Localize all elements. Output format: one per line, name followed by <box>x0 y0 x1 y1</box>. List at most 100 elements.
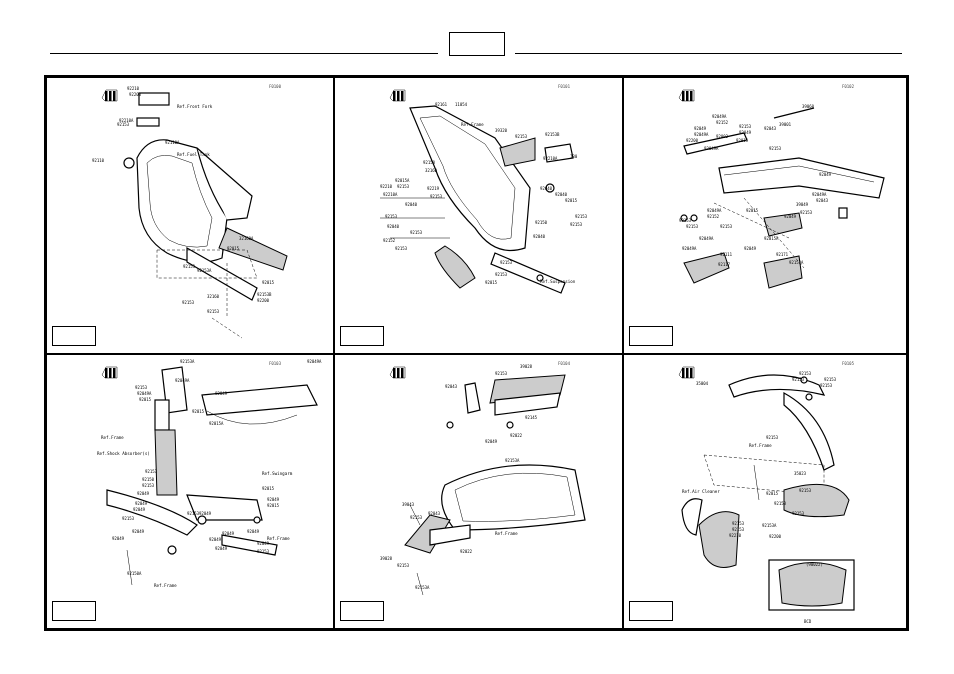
part-number-label: 92110 <box>92 158 105 163</box>
part-number-label: 92049 <box>215 391 228 396</box>
figure-number-box <box>629 326 673 346</box>
inset-caption-label: BCD <box>804 619 812 624</box>
part-number-label: 92200 <box>686 138 699 143</box>
part-number-label: 92049 <box>694 126 707 131</box>
figure-number-box <box>52 601 96 621</box>
part-number-label: 92153 <box>679 218 692 223</box>
part-number-label: 92117 <box>718 262 731 267</box>
part-number-label: 92015 <box>227 246 240 251</box>
reference-note: Ref.Frame <box>101 435 124 440</box>
part-number-label: 92153 <box>515 134 528 139</box>
part-number-label: 92210A <box>119 118 134 123</box>
part-number-label: 92015 <box>192 409 205 414</box>
reference-note: Ref.Shock Absorber(s) <box>97 451 150 456</box>
part-number-label: 92049 <box>222 531 235 536</box>
part-number-label: 92049 <box>247 529 260 534</box>
panel-code-label: F0100 <box>268 84 281 89</box>
part-number-label: 92015 <box>262 280 275 285</box>
part-number-label: 92210A <box>543 156 558 161</box>
part-number-label: 92153 <box>410 515 423 520</box>
part-number-label: 92015 <box>485 280 498 285</box>
reference-note: Ref.Fuel Tank <box>177 152 210 157</box>
part-number-label: 92049 <box>485 439 498 444</box>
reference-note: Ref.Frame <box>267 536 290 541</box>
part-number-label: 92153 <box>769 146 782 151</box>
reference-note: Ref.Frame <box>154 583 177 588</box>
part-number-label: 92049A <box>707 208 722 213</box>
part-number-label: 92153 <box>799 371 812 376</box>
part-number-label: 92022 <box>460 549 473 554</box>
panel-code-label: F0104 <box>557 361 570 366</box>
part-number-label: 39028 <box>380 556 393 561</box>
manual-logo-icon <box>101 366 118 379</box>
part-number-label: 92200 <box>257 298 270 303</box>
part-number-label: 92153 <box>397 563 410 568</box>
part-number-label: 92210 <box>127 86 140 91</box>
part-number-label: 92153 <box>430 194 443 199</box>
part-number-label: 92153A <box>762 523 777 528</box>
manual-logo-icon <box>389 89 406 102</box>
reference-note: Ref.Frame <box>461 122 484 127</box>
part-number-label: 39028 <box>520 364 533 369</box>
figure-number-box <box>629 601 673 621</box>
part-number-label: 92200 <box>769 534 782 539</box>
part-number-label: 92015 <box>139 397 152 402</box>
part-number-label: 92015 <box>746 208 759 213</box>
part-number-label: 92049 <box>819 172 832 177</box>
part-number-label: 92153 <box>820 383 833 388</box>
part-number-label: 92153 <box>495 272 508 277</box>
part-number-label: 92015 <box>262 486 275 491</box>
part-number-label: 92161 <box>435 102 448 107</box>
panel-code-label: F0102 <box>841 84 854 89</box>
manual-logo-icon <box>101 89 118 102</box>
part-number-label: 92153 <box>732 521 745 526</box>
part-number-label: 92153 <box>183 264 196 269</box>
part-number-label: 92153 <box>182 300 195 305</box>
exploded-view-diagram: 92153A92049A9215392049A9201592049A920499… <box>97 359 322 588</box>
part-number-label: 32160 <box>207 294 220 299</box>
part-number-label: 39043 <box>402 502 415 507</box>
part-number-label: 92153 <box>495 371 508 376</box>
part-number-label: 92040 <box>387 224 400 229</box>
part-number-label: 92049 <box>209 537 222 542</box>
header-rule-right <box>515 53 902 54</box>
part-number-label: 92043 <box>816 198 829 203</box>
part-number-label: 92153 <box>824 377 837 382</box>
part-number-label: 92153 <box>385 214 398 219</box>
part-number-label: 92153 <box>799 488 812 493</box>
part-number-label: 92219 <box>427 186 440 191</box>
part-number-label: 32160 <box>425 168 438 173</box>
exploded-view-diagram: 922109220092210A921539211092110A32160921… <box>92 86 288 339</box>
part-number-label: 92153 <box>575 214 588 219</box>
reference-note: Ref.Frame <box>495 531 518 536</box>
part-number-label: 92153A <box>180 359 195 364</box>
exploded-view-diagram: 92043921533902892145920229204992153A3904… <box>380 364 586 596</box>
panel-code-label: F0101 <box>557 84 570 89</box>
part-number-label: 92040 <box>555 192 568 197</box>
reference-note: Ref.Swingarm <box>262 471 293 476</box>
part-number-label: 92015 <box>766 491 779 496</box>
part-number-label: 92049 <box>112 536 125 541</box>
part-number-label: 92153A <box>789 260 804 265</box>
part-number-label: 92153 <box>397 184 410 189</box>
part-number-label: 92049A <box>812 192 827 197</box>
part-number-label: 92153 <box>766 435 779 440</box>
part-number-label: 92049A <box>694 132 709 137</box>
part-number-label: 92049 <box>215 546 228 551</box>
part-number-label: 130 <box>570 154 578 159</box>
part-number-label: 92002 <box>716 134 729 139</box>
part-number-label: 92210A <box>383 192 398 197</box>
page-number-box <box>449 32 505 56</box>
part-number-label: 92049 <box>137 491 150 496</box>
part-number-label: 92200 <box>129 92 142 97</box>
part-number-label: 92210 <box>380 184 393 189</box>
part-number-label: 92049 <box>133 507 146 512</box>
part-number-label: 92153 <box>720 224 733 229</box>
part-number-label: 92015A <box>764 236 779 241</box>
part-number-label: 92153 <box>410 230 423 235</box>
